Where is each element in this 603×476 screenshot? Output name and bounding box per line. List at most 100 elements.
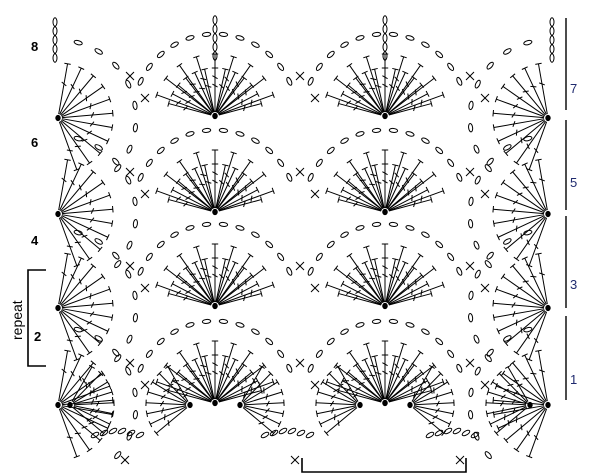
single-crochet-symbol — [295, 358, 305, 368]
double-crochet-symbol — [387, 173, 435, 210]
double-crochet-symbol — [328, 373, 358, 403]
chain-stitch-symbol — [315, 62, 323, 71]
stitch-crossbar — [353, 201, 359, 207]
double-crochet-symbol — [317, 391, 357, 405]
stitch-cap — [191, 70, 198, 75]
chain-stitch-symbol — [286, 172, 293, 182]
double-crochet-symbol — [168, 293, 212, 306]
stitch-crossbar — [235, 177, 239, 184]
double-crochet-symbol — [59, 163, 82, 211]
stitch-crossbar — [414, 89, 417, 96]
repeat-bracket-bottom — [301, 458, 467, 473]
double-crochet-symbol — [411, 366, 433, 402]
stitch-crossbar — [175, 196, 182, 202]
stitch-cap — [150, 379, 155, 386]
double-crochet-symbol — [385, 356, 396, 400]
stitch-crossbar — [86, 130, 93, 135]
chain-stitch-symbol — [468, 313, 474, 323]
chain-stitch-symbol — [315, 158, 323, 167]
slip-stitch-symbol — [382, 302, 388, 310]
chain-stitch-symbol — [112, 61, 120, 70]
chain-stitch-symbol — [212, 24, 218, 34]
stitch-cap — [361, 166, 368, 171]
double-crochet-symbol — [58, 217, 78, 266]
chain-stitch-symbol — [286, 266, 293, 276]
stitch-cap — [500, 370, 506, 377]
stitch-crossbar — [66, 436, 73, 439]
chain-stitch-symbol — [156, 50, 165, 59]
chain-stitch-symbol — [52, 44, 58, 54]
stitch-crossbar — [526, 430, 530, 437]
stitch-cap — [346, 62, 353, 68]
stitch-crossbar — [382, 265, 388, 270]
stitch-crossbar — [345, 196, 352, 202]
stitch-crossbar — [345, 290, 352, 296]
double-crochet-symbol — [364, 262, 384, 303]
double-crochet-symbol — [528, 217, 548, 266]
chain-stitch-symbol — [425, 431, 435, 439]
double-crochet-symbol — [413, 391, 453, 405]
stitch-cap — [392, 257, 399, 261]
double-crochet-symbol — [158, 373, 188, 403]
double-crochet-symbol — [72, 373, 102, 403]
stitch-cap — [325, 281, 329, 288]
stitch-cap — [255, 90, 260, 97]
stitch-cap — [255, 280, 260, 287]
stitch-crossbar — [330, 394, 336, 400]
chain-stitch-symbol — [371, 221, 382, 227]
stitch-cap — [247, 62, 254, 68]
stitch-crossbar — [353, 105, 359, 111]
stitch-crossbar — [516, 96, 523, 100]
chain-stitch-symbol — [435, 50, 444, 59]
stitch-crossbar — [351, 280, 358, 284]
double-crochet-symbol — [493, 214, 545, 225]
stitch-crossbar — [355, 99, 361, 104]
double-crochet-symbol — [320, 406, 357, 425]
chain-stitch-symbol — [201, 318, 212, 324]
stitch-cap — [260, 387, 263, 394]
double-crochet-symbol — [165, 77, 213, 114]
stitch-crossbar — [92, 415, 98, 420]
stitch-cap — [108, 96, 112, 103]
stitch-crossbar — [225, 372, 230, 379]
double-crochet-symbol — [365, 343, 385, 400]
double-crochet-symbol — [58, 121, 78, 170]
double-crochet-symbol — [61, 302, 113, 309]
stitch-cap — [346, 349, 353, 355]
stitch-cap — [445, 379, 450, 386]
stitch-cap — [148, 420, 153, 428]
chain-stitch-symbol — [287, 427, 297, 435]
stitch-cap — [496, 370, 502, 377]
stitch-crossbar — [422, 377, 426, 384]
stitch-cap — [521, 162, 528, 166]
stitch-crossbar — [189, 179, 196, 181]
chain-stitch-symbol — [286, 363, 293, 373]
double-crochet-symbol — [386, 64, 421, 114]
stitch-crossbar — [515, 319, 518, 326]
double-crochet-symbol — [493, 302, 545, 309]
stitch-cap — [191, 357, 198, 362]
stitch-cap — [105, 379, 110, 386]
chain-stitch-symbol — [137, 266, 144, 276]
single-crochet-symbol — [465, 71, 475, 81]
stitch-cap — [260, 196, 263, 203]
stitch-cap — [535, 252, 542, 255]
double-crochet-symbol — [194, 262, 214, 303]
stitch-cap — [232, 357, 239, 362]
stitch-cap — [167, 196, 170, 203]
double-crochet-symbol — [60, 120, 101, 154]
double-crochet-symbol — [364, 168, 384, 209]
stitch-crossbar — [90, 208, 95, 214]
double-crochet-symbol — [73, 405, 114, 415]
stitch-crossbar — [515, 225, 518, 232]
single-crochet-symbol — [290, 455, 300, 465]
stitch-crossbar — [183, 105, 189, 111]
chain-stitch-symbol — [307, 266, 314, 276]
chain-stitch-symbol — [447, 252, 455, 261]
double-crochet-symbol — [61, 288, 110, 308]
single-crochet-symbol — [140, 283, 150, 293]
stitch-cap — [163, 75, 169, 82]
double-crochet-symbol — [61, 215, 109, 238]
stitch-cap — [363, 151, 370, 155]
stitch-cap — [230, 245, 237, 249]
